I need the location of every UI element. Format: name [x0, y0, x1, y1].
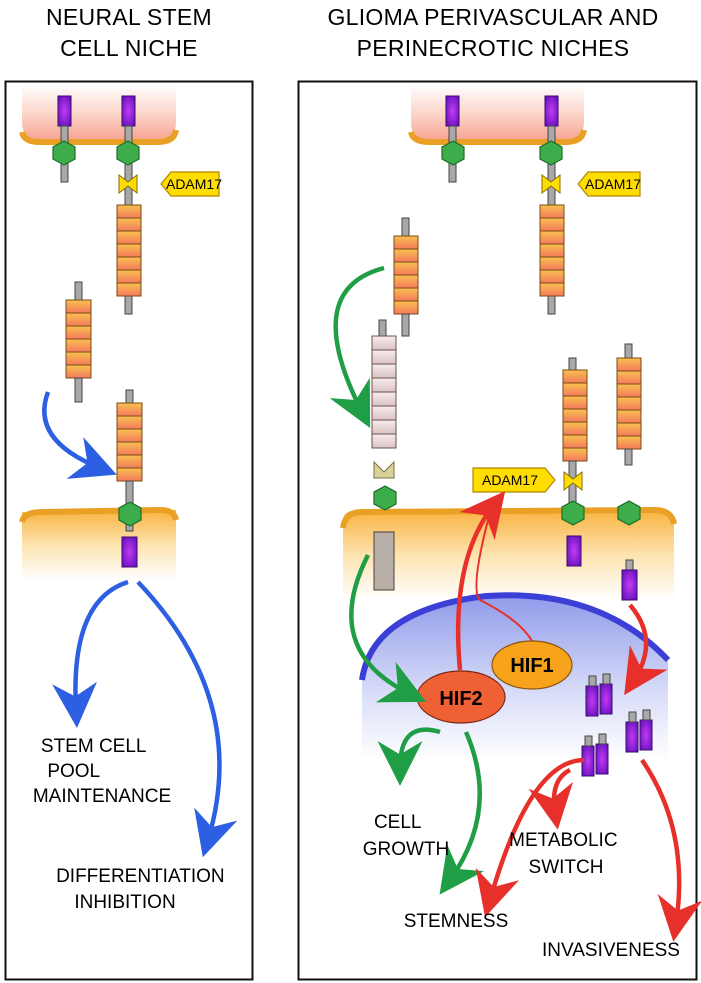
right-green-arrow-binding [329, 265, 385, 429]
right-nicd-released [621, 559, 638, 601]
red-arrow-hif2-adam17 [455, 490, 506, 671]
hif1-label: HIF1 [510, 655, 553, 677]
left-adam17-label: ADAM17 [166, 176, 222, 192]
outcome-differentiation-inhibition: DIFFERENTIATION INHIBITION [56, 866, 230, 913]
title-right-line1: GLIOMA PERIVASCULAR AND [327, 4, 659, 30]
outcome-stemness: STEMNESS [404, 911, 509, 932]
right-adam17-label-top: ADAM17 [585, 176, 641, 192]
left-blue-arrow-differentiation [136, 580, 238, 858]
left-notch-receptor [116, 389, 143, 568]
hif2-label: HIF2 [439, 688, 482, 710]
title-glioma-niches: GLIOMA PERIVASCULAR AND PERINECROTIC NIC… [288, 2, 698, 64]
left-notch-segments-top [116, 204, 142, 297]
green-arrow-cell-growth [377, 727, 441, 786]
hif2-node: HIF2 [416, 670, 506, 724]
red-arrow-metabolic-switch [528, 767, 574, 830]
right-pale-notch-receptor [371, 319, 397, 591]
left-signal-sending-cell [19, 84, 179, 145]
right-adam17-label-bottom: ADAM17 [482, 472, 538, 488]
left-adam17-tag: ADAM17 [160, 171, 222, 197]
green-arrow-to-hif2 [349, 553, 427, 703]
title-right-line2: PERINECROTIC NICHES [356, 35, 630, 61]
outcome-invasiveness: INVASIVENESS [542, 940, 680, 961]
title-left-line1: NEURAL STEM [45, 4, 213, 30]
right-free-notch-extracellular [393, 217, 419, 337]
right-notch-extracellular-released [616, 343, 642, 466]
title-left-line2: CELL NICHE [60, 35, 198, 61]
red-line-hif1-adam17 [475, 519, 533, 642]
red-arrow-nicd-nucleus [624, 603, 668, 696]
right-tumor-cell [340, 506, 677, 600]
right-adam17-tag-top: ADAM17 [577, 171, 641, 197]
left-panel-frame [4, 80, 254, 981]
right-delta-ligand-1 [441, 95, 465, 183]
left-blue-arrow-binding [42, 391, 117, 479]
left-delta-ligand-2 [116, 95, 142, 315]
left-delta-ligand-1 [52, 95, 76, 183]
hif1-node: HIF1 [491, 640, 573, 690]
outcome-cell-growth: CELL GROWTH [363, 812, 450, 860]
outcome-metabolic-switch: METABOLIC SWITCH [509, 830, 623, 878]
right-delta-ligand-2 [539, 95, 565, 315]
left-free-notch-extracellular [65, 281, 92, 403]
title-neural-stem-cell-niche: NEURAL STEM CELL NICHE [0, 2, 258, 64]
left-blue-arrow-stem-pool [52, 579, 129, 728]
nicd-cluster [581, 673, 653, 777]
right-adam17-tag-bottom: ADAM17 [472, 467, 556, 493]
right-notch-receptor-cleaved [561, 357, 588, 567]
left-signal-receiving-cell [19, 506, 179, 580]
green-arrow-stemness [439, 731, 484, 895]
right-panel-frame [297, 80, 698, 981]
right-notch-transmembrane-stub [617, 500, 641, 526]
outcome-stem-cell-pool: STEM CELL POOL MAINTENANCE [33, 736, 171, 807]
red-arrow-invasiveness [640, 758, 701, 942]
